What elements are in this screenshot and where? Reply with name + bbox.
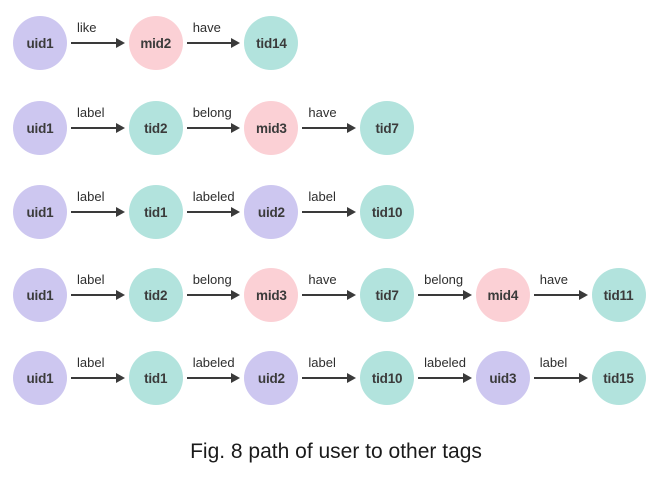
arrowhead-icon [347,373,357,383]
edge-line [71,211,117,213]
edge-line [71,294,117,296]
arrowhead-icon [231,207,241,217]
graph-node-uid[interactable]: uid1 [13,268,67,322]
arrowhead-icon [462,373,472,383]
edge-line [302,294,349,296]
edge-label: label [308,355,336,370]
arrowhead-icon [115,207,125,217]
graph-node-uid[interactable]: uid1 [13,185,67,239]
edge-label: label [77,355,105,370]
edge-line [533,377,580,379]
edge-label: labeled [192,189,235,204]
edge-label: have [192,20,221,35]
graph-node-uid[interactable]: uid2 [244,185,299,239]
edge-line [71,42,117,44]
graph-node-uid[interactable]: uid2 [244,351,299,405]
arrowhead-icon [578,290,588,300]
graph-node-mid[interactable]: mid4 [475,268,530,322]
arrowhead-icon [462,290,472,300]
graph-node-tid[interactable]: tid10 [360,185,415,239]
graph-node-uid[interactable]: uid1 [13,101,67,155]
graph-node-uid[interactable]: uid3 [475,351,530,405]
edge-line [418,377,464,379]
edge-label: label [77,189,105,204]
edge-line [302,377,349,379]
graph-node-mid[interactable]: mid2 [128,16,183,70]
arrowhead-icon [115,290,125,300]
graph-node-tid[interactable]: tid11 [591,268,646,322]
edge-line [186,42,233,44]
edge-label: belong [424,272,464,287]
graph-node-tid[interactable]: tid7 [360,268,415,322]
graph-node-tid[interactable]: tid14 [244,16,299,70]
graph-node-tid[interactable]: tid15 [591,351,646,405]
edge-label: belong [192,105,232,120]
arrowhead-icon [115,123,125,133]
edge-line [186,211,233,213]
arrowhead-icon [115,373,125,383]
arrowhead-icon [231,123,241,133]
graph-node-tid[interactable]: tid2 [128,268,183,322]
edge-line [71,377,117,379]
edge-label: belong [192,272,232,287]
arrowhead-icon [231,290,241,300]
path-diagram: like have uid1 mid2 tid14 label belong have uid1… [13,16,646,405]
graph-node-uid[interactable]: uid1 [13,351,67,405]
edge-label: have [308,272,337,287]
edge-label: like [77,20,97,35]
edge-line [186,127,233,129]
arrowhead-icon [347,123,357,133]
arrowhead-icon [347,290,357,300]
graph-node-mid[interactable]: mid3 [244,101,299,155]
arrowhead-icon [231,373,241,383]
graph-node-tid[interactable]: tid2 [128,101,183,155]
edge-label: have [539,272,568,287]
edge-label: labeled [424,355,467,370]
arrowhead-icon [578,373,588,383]
graph-node-mid[interactable]: mid3 [244,268,299,322]
edge-label: labeled [192,355,235,370]
graph-node-uid[interactable]: uid1 [13,16,67,70]
edge-label: label [308,189,336,204]
graph-node-tid[interactable]: tid10 [360,351,415,405]
graph-node-tid[interactable]: tid1 [128,351,183,405]
edge-label: label [539,355,568,370]
edge-label: label [77,105,105,120]
edge-line [302,211,349,213]
edge-label: label [77,272,105,287]
edge-line [533,294,580,296]
edge-line [186,294,233,296]
edge-line [186,377,233,379]
arrowhead-icon [347,207,357,217]
edge-line [302,127,349,129]
graph-node-tid[interactable]: tid7 [360,101,415,155]
edge-line [71,127,117,129]
graph-node-tid[interactable]: tid1 [128,185,183,239]
figure-caption: Fig. 8 path of user to other tags [190,440,482,463]
arrowhead-icon [115,38,125,48]
edge-line [418,294,464,296]
arrowhead-icon [231,38,241,48]
edge-label: have [308,105,337,120]
